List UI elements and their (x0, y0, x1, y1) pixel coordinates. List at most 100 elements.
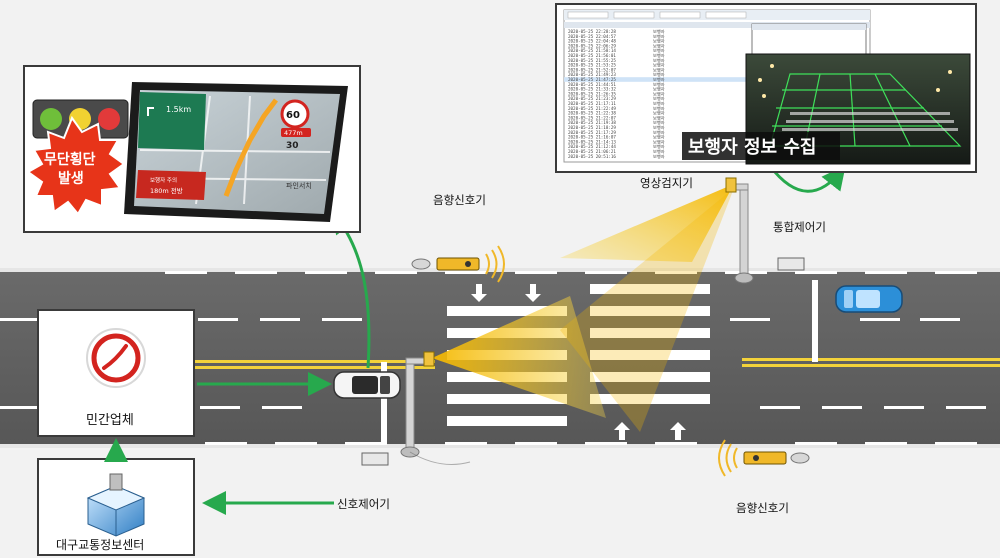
nav-remaining: 477m (284, 129, 303, 137)
nav-route (223, 98, 278, 197)
detector-pole-top (725, 177, 754, 284)
detector-beam-top (560, 184, 734, 262)
log-cell-time: 2020-05-25 21:17:11 (568, 101, 616, 106)
pedestrian-arrows (471, 284, 686, 440)
log-cell-time: 2020-05-25 21:58:14 (568, 48, 616, 53)
label-video-detector: 영상검지기 (640, 176, 693, 190)
center-yellow-line (195, 358, 1000, 369)
curb-dashes (165, 271, 977, 445)
log-cell-type: 보행자 (653, 90, 665, 97)
log-cell-time: 2020-05-25 21:47:25 (568, 77, 616, 82)
private-company-box: 민간업체 (37, 309, 195, 437)
log-cell-type: 보행자 (653, 143, 665, 150)
log-cell-time: 2020-05-25 21:26:35 (568, 91, 616, 96)
log-cell-time: 2020-05-25 20:51:16 (568, 154, 616, 159)
log-cell-time: 2020-05-25 21:17:29 (568, 130, 616, 135)
log-cell-time: 2020-05-25 21:18:29 (568, 125, 616, 130)
traffic-center-box: 대구교통정보센터 (37, 458, 195, 556)
log-cell-time: 2020-05-25 21:56:01 (568, 53, 616, 58)
log-cell-time: 2020-05-25 21:23:29 (568, 96, 616, 101)
log-cell-type: 보행자 (653, 86, 665, 93)
log-cell-type: 보행자 (653, 62, 665, 69)
label-integrated-controller: 통합제어기 (773, 220, 826, 234)
log-cell-time: 2020-05-25 21:06:21 (568, 149, 616, 154)
detector-beam-top-lower (560, 188, 734, 432)
log-cell-type: 보행자 (653, 100, 665, 107)
log-cell-time: 2020-05-25 21:33:32 (568, 87, 616, 92)
stop-line-right (812, 280, 818, 362)
log-cell-type: 보행자 (653, 47, 665, 54)
log-cell-type: 보행자 (653, 28, 665, 35)
label-traffic-center: 대구교통정보센터 (56, 538, 144, 552)
log-cell-time: 2020-05-25 21:44:51 (568, 82, 616, 87)
log-cell-type: 보행자 (653, 95, 665, 102)
speaker-bottom-icon (718, 439, 810, 477)
log-cell-type: 보행자 (653, 119, 665, 126)
caption-plate (682, 132, 840, 160)
log-cell-type: 보행자 (653, 57, 665, 64)
data-collection-panel: 2020-05-25 22:28:28 보행자 2020-05-25 22:04:5… (555, 3, 977, 173)
flow-arrows (104, 165, 846, 515)
nav-distance: 1.5km (166, 105, 191, 114)
log-cell-time: 2020-05-25 22:04:48 (568, 39, 616, 44)
log-cell-type: 보행자 (653, 52, 665, 59)
log-cell-time: 2020-05-25 21:14:13 (568, 139, 616, 144)
next-limit-value: 30 (286, 141, 299, 151)
log-cell-type: 보행자 (653, 76, 665, 83)
detector-pole-left (400, 351, 471, 465)
star-burst-icon: 무단횡단 발생 (26, 115, 126, 216)
log-cell-type: 보행자 (653, 110, 665, 117)
log-cell-type: 보행자 (653, 71, 665, 78)
log-cell-type: 보행자 (653, 114, 665, 121)
log-row-highlight (564, 77, 746, 82)
car-icon (333, 371, 401, 399)
log-cell-type: 보행자 (653, 105, 665, 112)
nav-search-button: 파인서치 (286, 181, 312, 190)
log-table: 2020-05-25 22:28:28 보행자 2020-05-25 22:04:5… (564, 28, 746, 160)
building-icon (86, 473, 146, 537)
alert-text-line2: 발생 (58, 170, 84, 187)
log-cell-time: 2020-05-25 21:22:49 (568, 106, 616, 111)
crosswalk-right (590, 284, 710, 404)
log-cell-type: 보행자 (653, 81, 665, 88)
alert-text-line1: 무단횡단 (44, 151, 96, 168)
log-cell-time: 2020-05-25 21:22:07 (568, 115, 616, 120)
traffic-light-icon (32, 99, 129, 139)
log-cell-time: 2020-05-25 21:22:38 (568, 111, 616, 116)
navigation-panel: 1.5km 60 477m 30 보행자 주의 180m 전방 파인서치 (23, 65, 361, 233)
log-cell-time: 2020-05-25 21:49:23 (568, 72, 616, 77)
signal-controller-box (361, 452, 389, 466)
log-cell-type: 보행자 (653, 124, 665, 131)
log-cell-time: 2020-05-25 22:04:57 (568, 34, 616, 39)
label-acoustic-signal-bottom: 음향신호기 (736, 501, 789, 515)
log-cell-type: 보행자 (653, 153, 665, 160)
car-blue-icon (835, 285, 903, 313)
log-cell-time: 2020-05-25 21:52:07 (568, 67, 616, 72)
log-cell-type: 보행자 (653, 134, 665, 141)
log-cell-type: 보행자 (653, 38, 665, 45)
log-cell-time: 2020-05-25 21:16:07 (568, 135, 616, 140)
integrated-controller-box (777, 257, 805, 271)
video-detector-camera-icon (725, 177, 737, 193)
label-acoustic-signal-top: 음향신호기 (433, 193, 486, 207)
nav-warning: 보행자 주의 (150, 176, 177, 184)
speaker-icon (411, 245, 505, 283)
camera-lights (758, 64, 952, 98)
label-signal-controller: 신호제어기 (337, 497, 390, 511)
log-cell-time: 2020-05-25 21:19:38 (568, 120, 616, 125)
label-private-company: 민간업체 (86, 413, 134, 428)
log-cell-type: 보행자 (653, 33, 665, 40)
log-cell-type: 보행자 (653, 148, 665, 155)
detector-beam-left (432, 296, 606, 418)
log-cell-type: 보행자 (653, 129, 665, 136)
detection-grid (769, 73, 962, 147)
log-cell-type: 보행자 (653, 66, 665, 73)
nav-warning-distance: 180m 전방 (150, 186, 183, 195)
speed-limit-sign: 60 477m 30 (280, 99, 311, 151)
caption-collect: 보행자 정보 수집 (688, 137, 816, 158)
camera-crosswalk (782, 112, 958, 131)
log-cell-time: 2020-05-25 21:53:25 (568, 63, 616, 68)
camera-pole-icon (423, 351, 435, 367)
log-cell-time: 2020-05-25 22:28:28 (568, 29, 616, 34)
